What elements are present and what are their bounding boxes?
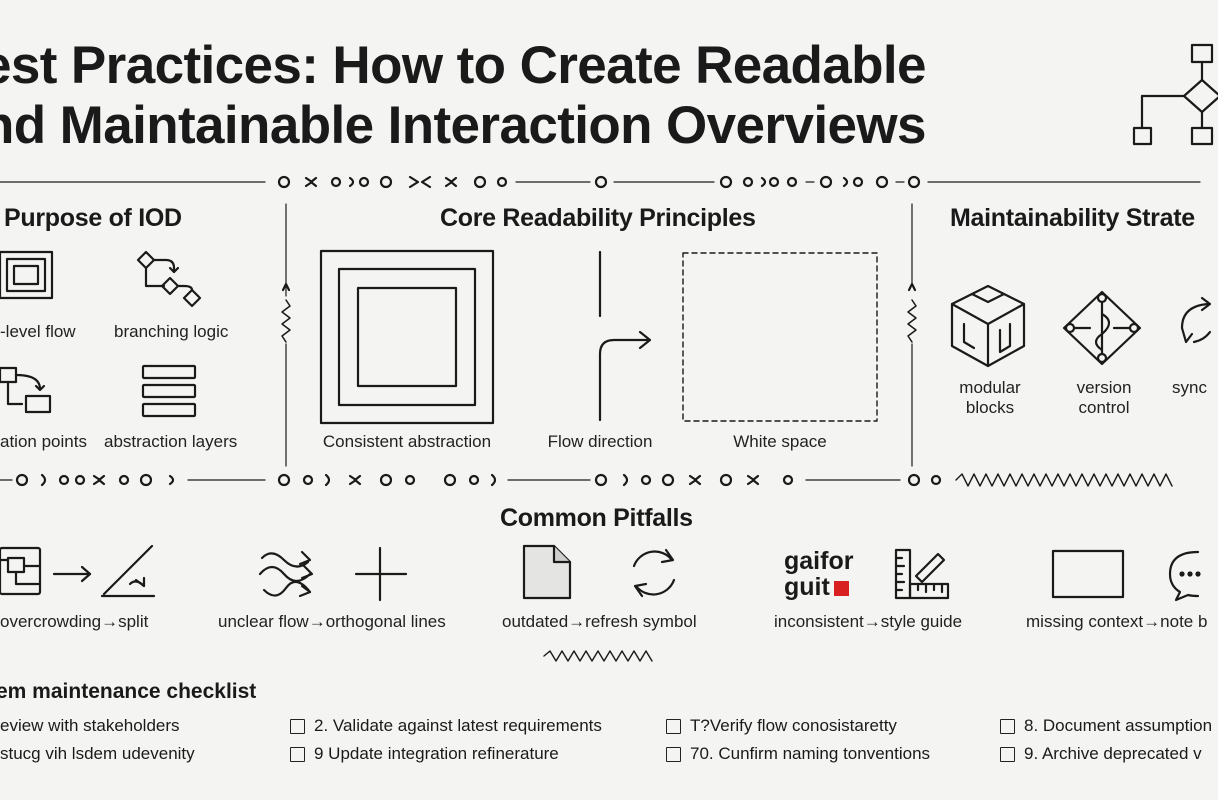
consistent-abstraction-icon [319,249,495,425]
white-space-icon [682,252,878,422]
checklist-item[interactable]: 70. Cunfirm naming tonventions [666,744,930,764]
red-swatch [833,581,849,596]
checklist-item[interactable]: 9. Archive deprecated v [1000,744,1202,764]
purpose-label-integration: ation points [0,432,87,451]
split-icon [100,544,156,598]
readability-label-abstraction: Consistent abstraction [322,432,492,451]
document-icon [522,544,572,600]
orthogonal-lines-icon [354,546,408,602]
modular-line-1: modular [959,378,1021,397]
modular-line-2: blocks [965,398,1015,417]
pitfall-label-overcrowding: overcrowding→split [0,612,149,631]
checklist-item-text: 70. Cunfirm naming tonventions [690,744,931,763]
page-title: est Practices: How to Create Readable nd… [0,36,1082,156]
pitfall-label-outdated: outdated→refresh symbol [502,612,697,631]
checklist-item[interactable]: eview with stakeholders [0,716,180,736]
checkbox[interactable] [290,718,305,734]
title-line-2: nd Maintainable Interaction Overviews [0,96,926,155]
brand-line-2-row: guit [784,574,853,600]
arrow-right-icon [52,565,92,583]
flow-direction-icon [598,250,652,422]
modular-blocks-icon [950,284,1026,368]
overcrowding-icon [0,546,42,596]
readability-label-flow: Flow direction [547,432,653,451]
checklist-item-text: T?Verify flow conosistaretty [690,716,897,735]
checklist-divider [543,650,653,662]
checklist-item-text: 9. Archive deprecated v [1024,744,1202,763]
checklist-item-text: 9 Update integration refinerature [314,744,559,763]
separator-right [907,203,917,467]
checkbox[interactable] [1000,718,1015,734]
version-line-1: version [1076,378,1132,397]
pitfall-label-missing-context: missing context→note b [1026,612,1208,631]
readability-header: Core Readability Principles [440,204,756,232]
maintainability-header: Maintainability Strate [950,204,1195,232]
purpose-label-abstraction: abstraction layers [104,432,238,451]
top-divider [0,175,1201,189]
checklist-item-text: stucg vih lsdem udevenity [0,744,195,763]
tangled-flow-icon [258,550,314,598]
integration-points-icon [0,366,52,414]
brand-sample: gaifor guit [784,548,853,600]
brand-line-1: gaifor [784,547,854,575]
maintainability-label-modular: modular blocks [940,378,1040,418]
purpose-label-branching: branching logic [114,322,229,341]
checklist-item[interactable]: 9 Update integration refinerature [290,744,559,764]
checkbox[interactable] [666,746,681,762]
note-bubble-icon [1168,550,1201,602]
pitfall-label-unclear-flow: unclear flow→orthogonal lines [218,612,446,631]
checklist-item-text: eview with stakeholders [0,716,180,735]
checklist-item[interactable]: stucg vih lsdem udevenity [0,744,195,764]
ruler-pencil-icon [894,548,950,600]
nested-squares-icon [0,250,54,300]
purpose-header: Purpose of IOD [4,204,182,232]
refresh-icon [632,548,676,598]
maintainability-label-sync: sync [1172,378,1207,397]
branching-logic-icon [136,250,202,308]
middle-divider [0,473,1173,487]
checklist-header: em maintenance checklist [0,680,257,703]
title-line-1: est Practices: How to Create Readable [0,36,927,95]
pitfall-label-inconsistent: inconsistent→style guide [774,612,963,631]
checkbox[interactable] [1000,746,1015,762]
checkbox[interactable] [290,746,305,762]
checklist-item[interactable]: 8. Document assumption [1000,716,1212,736]
sync-icon [1180,296,1212,344]
version-control-icon [1062,290,1142,366]
checklist-item[interactable]: T?Verify flow conosistaretty [666,716,897,736]
purpose-label-flow: -level flow [0,322,76,341]
version-line-2: control [1078,398,1130,417]
empty-frame-icon [1051,549,1125,599]
checklist-item[interactable]: 2. Validate against latest requirements [290,716,602,736]
maintainability-label-version: version control [1054,378,1154,418]
readability-label-whitespace: White space [733,432,827,451]
separator-left [281,203,291,467]
brand-line-2: guit [784,573,830,601]
checkbox[interactable] [666,718,681,734]
pitfalls-header: Common Pitfalls [500,504,693,532]
checklist-item-text: 8. Document assumption [1024,716,1213,735]
checklist-item-text: 2. Validate against latest requirements [314,716,602,735]
flowchart-icon [1132,43,1218,146]
abstraction-layers-icon [141,364,197,418]
